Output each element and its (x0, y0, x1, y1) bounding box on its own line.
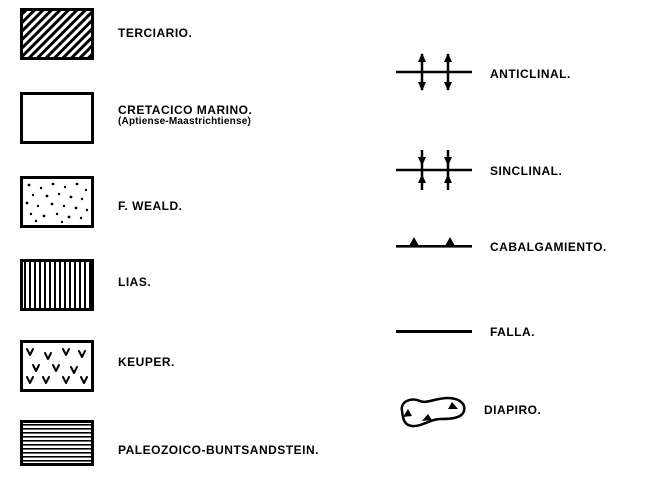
keuper-swatch (20, 340, 94, 392)
diagonal-hatch-pattern (23, 11, 91, 57)
thrust-fault-symbol-icon (396, 237, 472, 248)
paleozoico-swatch (20, 420, 94, 466)
cretacico-label: CRETACICO MARINO. (Aptiense-Maastrichtie… (118, 103, 252, 127)
cretacico-subtitle: (Aptiense-Maastrichtiense) (118, 116, 252, 127)
anticlinal-label: ANTICLINAL. (490, 67, 571, 81)
cabalgamiento-label: CABALGAMIENTO. (490, 240, 607, 254)
vertical-lines-pattern (23, 262, 91, 308)
sinclinal-label: SINCLINAL. (490, 164, 563, 178)
cretacico-title: CRETACICO MARINO. (118, 103, 253, 117)
horizontal-lines-pattern (23, 423, 91, 463)
keuper-label: KEUPER. (118, 355, 175, 369)
v-marks-pattern (26, 348, 88, 384)
fault-line-symbol-icon (396, 330, 472, 333)
weald-label: F. WEALD. (118, 199, 183, 213)
diapir-outline-icon (400, 396, 466, 428)
terciario-label: TERCIARIO. (118, 26, 193, 40)
falla-label: FALLA. (490, 325, 535, 339)
diapiro-label: DIAPIRO. (484, 403, 542, 417)
stipple-dots-pattern (25, 182, 89, 224)
lias-swatch (20, 259, 94, 311)
syncline-symbol-icon (396, 150, 472, 190)
lias-label: LIAS. (118, 275, 152, 289)
cretacico-swatch (20, 92, 94, 144)
anticline-symbol-icon (396, 53, 472, 91)
terciario-swatch (20, 8, 94, 60)
paleozoico-label: PALEOZOICO-BUNTSANDSTEIN. (118, 443, 319, 457)
weald-swatch (20, 176, 94, 228)
